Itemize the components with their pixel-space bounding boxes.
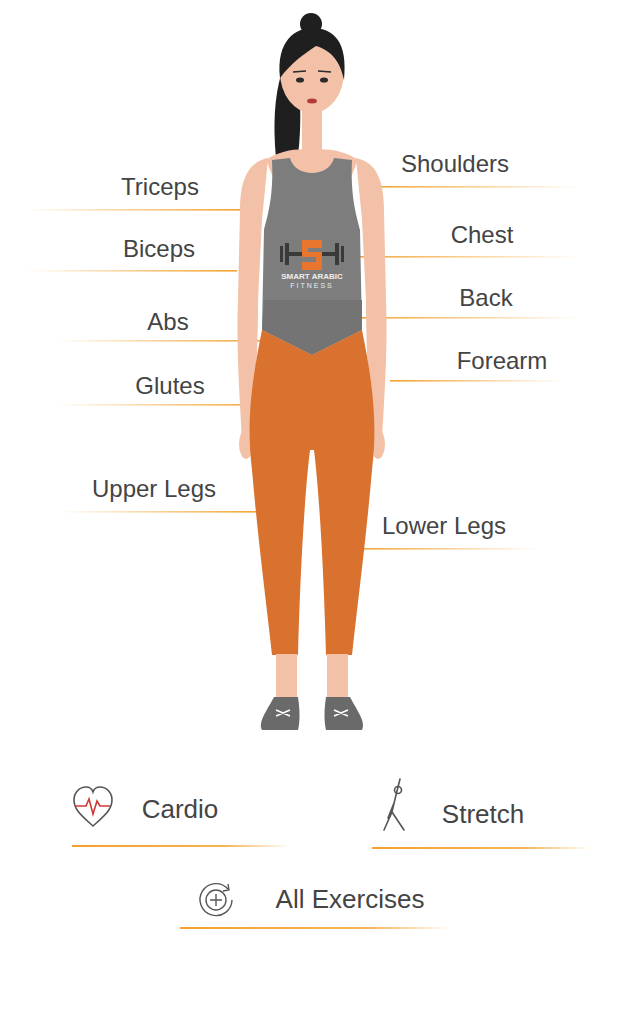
underline bbox=[72, 845, 290, 847]
muscle-label: Abs bbox=[147, 308, 188, 336]
muscle-label: Forearm bbox=[457, 347, 548, 375]
muscle-label: Shoulders bbox=[401, 150, 509, 178]
muscle-label: Triceps bbox=[121, 173, 199, 201]
underline bbox=[372, 847, 590, 849]
menu-item: Cardio bbox=[142, 795, 219, 825]
logo-text: FITNESS bbox=[290, 282, 334, 290]
leader-line bbox=[370, 186, 580, 188]
logo-dumbbell bbox=[280, 240, 344, 270]
muscle-label: Back bbox=[459, 284, 512, 312]
leader-line bbox=[55, 404, 272, 406]
menu-item: Stretch bbox=[442, 800, 524, 830]
stretch-icon bbox=[384, 779, 404, 830]
muscle-label: Upper Legs bbox=[92, 475, 216, 503]
logo-text: SMART ARABIC bbox=[281, 272, 342, 281]
leader-line bbox=[353, 548, 540, 550]
underline bbox=[180, 927, 450, 929]
leader-line bbox=[390, 380, 565, 382]
all-exercises-icon bbox=[200, 884, 232, 916]
leader-line bbox=[60, 511, 262, 513]
leader-line bbox=[354, 317, 580, 319]
heart-icon bbox=[74, 787, 112, 826]
muscle-label: Lower Legs bbox=[382, 512, 506, 540]
muscle-label: Biceps bbox=[123, 235, 195, 263]
leader-line bbox=[25, 209, 240, 211]
woman-figure bbox=[237, 13, 386, 730]
muscle-label: Glutes bbox=[135, 372, 204, 400]
menu-item: All Exercises bbox=[276, 885, 425, 915]
leader-line bbox=[25, 270, 237, 272]
muscle-label: Chest bbox=[451, 221, 514, 249]
